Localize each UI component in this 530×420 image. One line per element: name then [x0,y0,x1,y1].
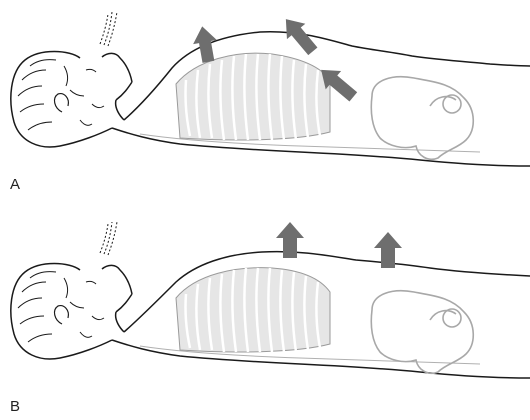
head-outline [11,52,132,148]
hair [18,60,56,130]
motion-arrow-icon [190,24,220,64]
face-details [64,278,104,337]
panel-b: B [0,210,530,420]
face-details [64,66,104,125]
person-figure [11,222,530,378]
figure-b-svg [0,210,530,420]
person-figure [11,12,530,166]
head-outline [11,264,132,360]
hair [18,272,56,342]
ear [55,94,69,112]
ear [55,306,69,324]
motion-arrows [276,222,402,268]
pelvis [371,77,473,159]
breath-lines-icon [100,222,117,255]
figure-a-svg [0,0,530,210]
panel-a: A [0,0,530,210]
panel-label-a: A [10,176,20,193]
breath-lines-icon [100,12,117,46]
panel-label-b: B [10,398,20,415]
motion-arrow-icon [277,11,322,59]
